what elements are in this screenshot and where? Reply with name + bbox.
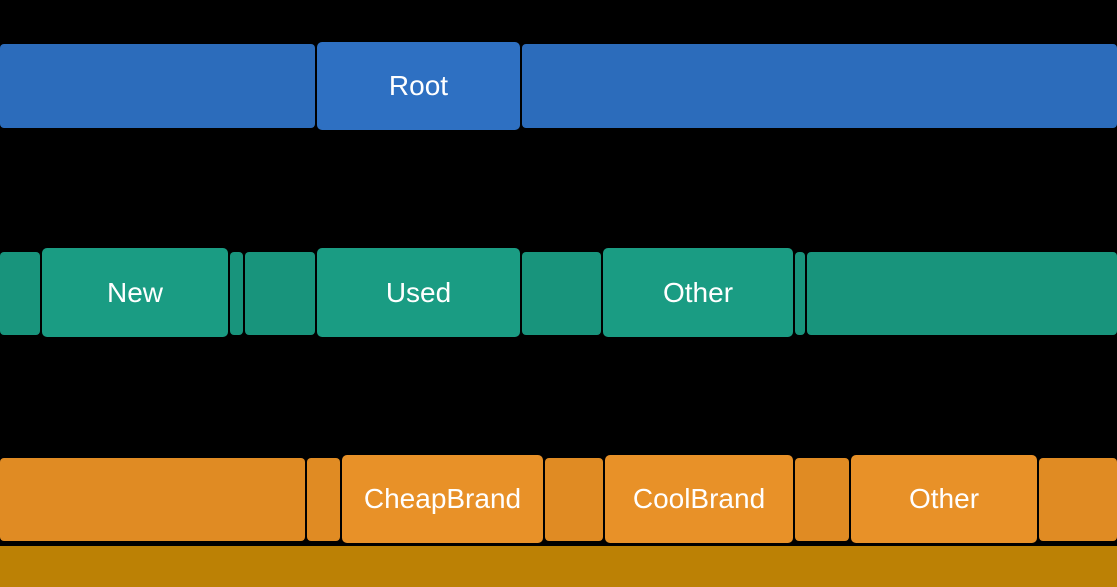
icicle-level-3-track-segment [307, 458, 340, 541]
node-label: Other [662, 276, 734, 308]
level-4-clipped-strip [0, 546, 1117, 587]
icicle-level-2-track-segment [807, 252, 1117, 335]
node-label: CoolBrand [632, 483, 766, 514]
icicle-level-1-track-segment [0, 44, 315, 128]
icicle-node-other[interactable]: Other [851, 455, 1037, 543]
icicle-level-3-track-segment [545, 458, 603, 541]
node-label: New [106, 276, 163, 308]
node-label: Other [908, 483, 980, 514]
icicle-level-2-track-segment [0, 252, 40, 335]
node-label: CheapBrand [363, 483, 522, 514]
icicle-level-3-track-segment [795, 458, 849, 541]
icicle-level-2-track-segment [795, 252, 805, 335]
icicle-node-new[interactable]: New [42, 248, 228, 337]
icicle-node-other[interactable]: Other [603, 248, 793, 337]
icicle-node-root[interactable]: Root [317, 42, 520, 130]
icicle-node-used[interactable]: Used [317, 248, 520, 337]
icicle-level-2-track-segment [522, 252, 601, 335]
node-label: Root [388, 70, 449, 101]
icicle-level-2-track-segment [245, 252, 315, 335]
icicle-level-3-track-segment [1039, 458, 1117, 541]
icicle-level-2-track-segment [230, 252, 243, 335]
icicle-level-3-track-segment [0, 458, 305, 541]
icicle-node-cheapbrand[interactable]: CheapBrand [342, 455, 543, 543]
node-label: Used [385, 276, 452, 308]
icicle-node-coolbrand[interactable]: CoolBrand [605, 455, 793, 543]
icicle-level-1-track-segment [522, 44, 1117, 128]
